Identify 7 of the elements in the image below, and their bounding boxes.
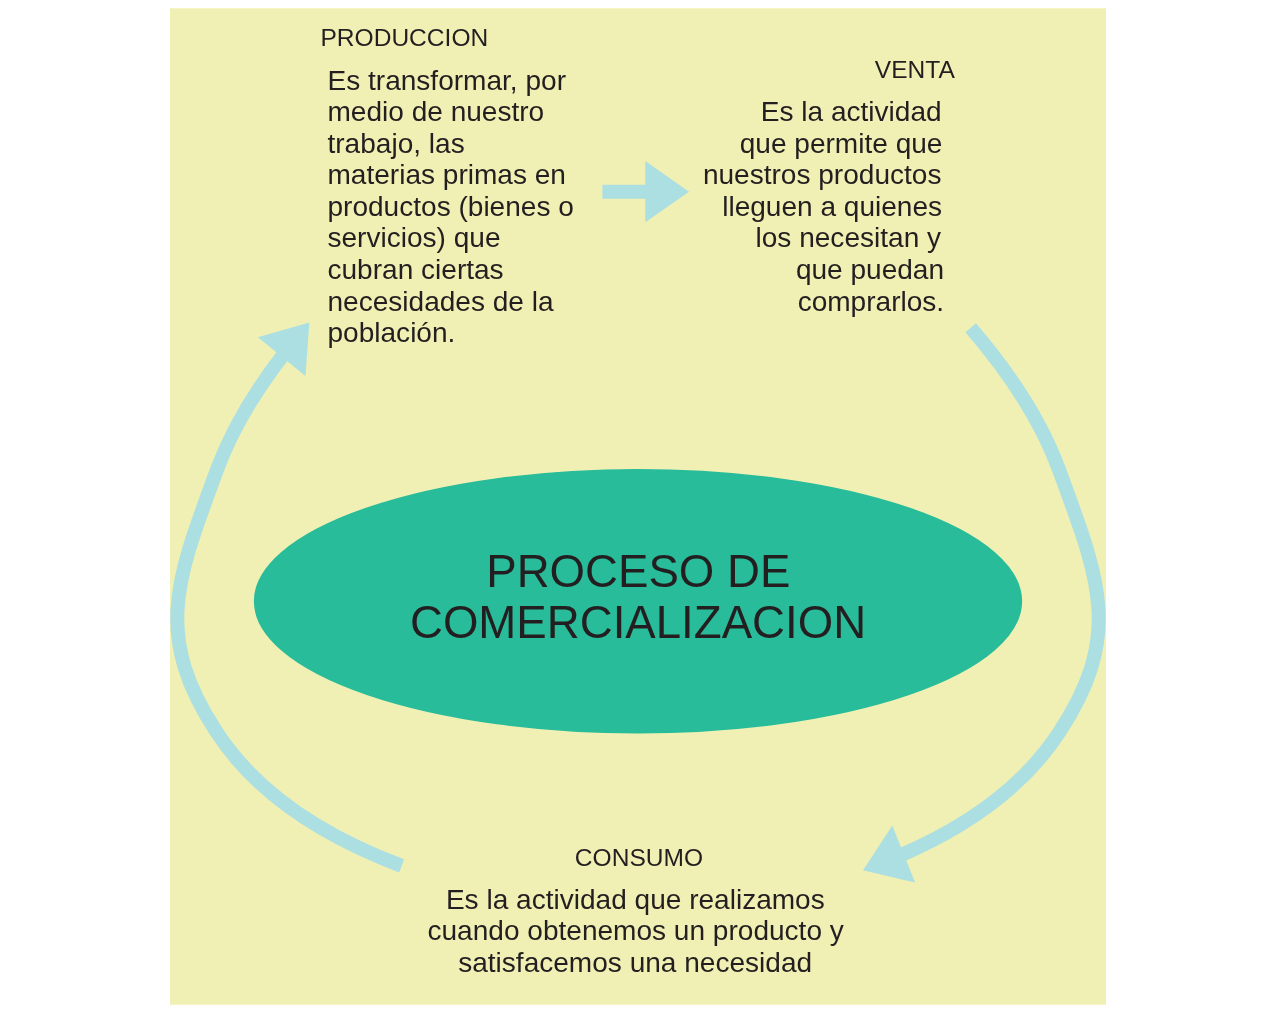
node-text: CONSUMO Es la actividad que realizamos cuando obtenemos un producto y satisfacemos una necesidad (427, 843, 844, 978)
node-text: PRODUCCION Es transformar, por medio de nuestro trabajo, las materias primas en productos (bienes o servicios) que cubran ciertas necesidades de la población. (320, 24, 574, 349)
node-ellipse: PROCESO DE COMERCIALIZACION (253, 468, 1023, 734)
arrow (170, 322, 405, 873)
arrow (863, 323, 1106, 883)
arrow (602, 161, 690, 223)
node-text: VENTA Es la actividad que permite que nuestros productos lleguen a quienes los necesitan y que puedan comprarlos. (702, 56, 955, 317)
